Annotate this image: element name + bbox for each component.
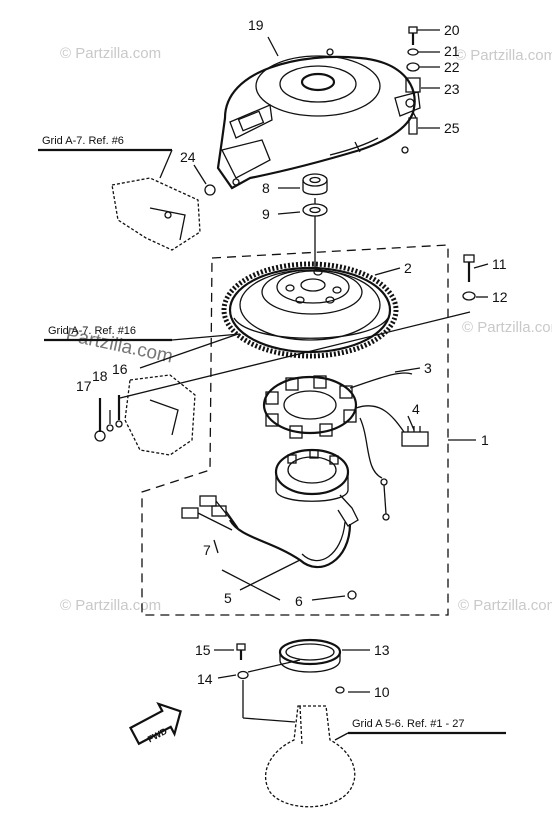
watermark-top-left: © Partzilla.com <box>60 45 161 62</box>
flywheel <box>221 261 399 359</box>
part-number-18: 18 <box>92 368 108 384</box>
bracket-top-left <box>111 177 201 251</box>
washer-12 <box>462 291 476 301</box>
stator-coil <box>262 375 358 439</box>
bolt-11 <box>463 254 475 282</box>
part-number-12: 12 <box>492 289 508 305</box>
reference-middle: Grid A-7. Ref. #16 <box>48 325 136 337</box>
connector-7 <box>181 495 239 531</box>
connector-4 <box>401 426 429 447</box>
part-number-23: 23 <box>444 81 460 97</box>
part-number-19: 19 <box>248 17 264 33</box>
part-number-2: 2 <box>404 260 412 276</box>
watermark-bottom-left: © Partzilla.com <box>60 597 161 614</box>
flywheel-washer <box>302 203 328 217</box>
pulser-coil <box>274 448 359 527</box>
bolt-stack-20-25 <box>401 26 421 154</box>
reference-top: Grid A-7. Ref. #6 <box>42 135 124 147</box>
part-number-4: 4 <box>412 401 420 417</box>
forward-arrow-icon <box>128 701 182 746</box>
watermark-top-right: © Partzilla.com <box>455 47 552 64</box>
watermark-bottom-right: © Partzilla.com <box>458 597 552 614</box>
part-number-5: 5 <box>224 590 232 606</box>
part-number-22: 22 <box>444 59 460 75</box>
flywheel-nut <box>302 173 328 196</box>
part-number-14: 14 <box>197 671 213 687</box>
leader-19 <box>267 36 279 57</box>
part-number-6: 6 <box>295 593 303 609</box>
part-number-11: 11 <box>492 256 507 272</box>
crankcase-outline <box>265 705 356 808</box>
bracket-middle-left <box>124 374 196 456</box>
part-number-15: 15 <box>195 642 211 658</box>
part-number-9: 9 <box>262 206 270 222</box>
part-number-16: 16 <box>112 361 128 377</box>
part-number-7: 7 <box>203 542 211 558</box>
part-number-10: 10 <box>374 684 390 700</box>
part-number-17: 17 <box>76 378 92 394</box>
part-number-20: 20 <box>444 22 460 38</box>
part-number-21: 21 <box>444 43 460 59</box>
part-number-13: 13 <box>374 642 390 658</box>
part-number-24: 24 <box>180 149 196 165</box>
reference-bottom: Grid A 5-6. Ref. #1 - 27 <box>352 718 465 730</box>
part-number-3: 3 <box>424 360 432 376</box>
watermark-mid-right: © Partzilla.com <box>462 319 552 336</box>
part-number-25: 25 <box>444 120 460 136</box>
seal-ring <box>278 638 342 673</box>
part-number-1: 1 <box>481 432 489 448</box>
part-number-8: 8 <box>262 180 270 196</box>
flywheel-cover <box>216 48 421 190</box>
